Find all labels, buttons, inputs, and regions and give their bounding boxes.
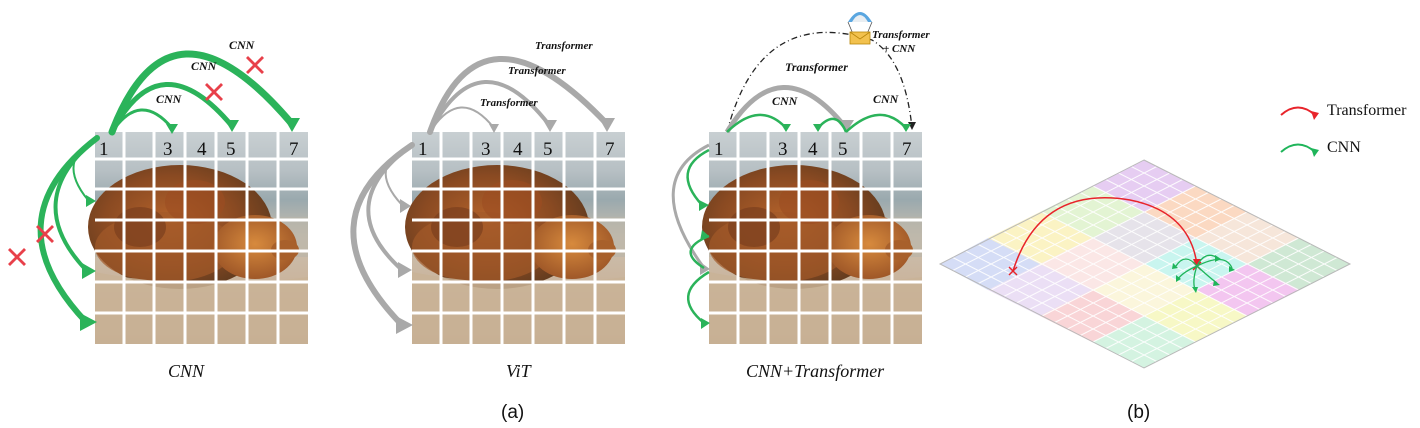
vit-top-arrowheads [489,118,615,133]
cnn-panel: 1 3 4 5 7 [8,38,310,381]
cnn-arc-label-1: CNN [229,38,256,52]
hybrid-col-5: 5 [838,139,848,160]
hybrid-turtle-image [700,130,924,346]
cnn-col-4: 4 [197,139,207,160]
cnn-top-arrowheads [166,118,300,134]
vit-col-7: 7 [605,139,615,160]
grid-line [1041,211,1248,317]
cnn-left-arrowheads [80,195,97,331]
cnn-caption: CNN [168,361,205,381]
grid-line [978,244,1183,349]
vit-caption: ViT [506,361,533,381]
cnn-col-3: 3 [163,139,173,160]
panel-b-source-marker-icon [1008,266,1018,276]
vit-col-5: 5 [543,139,553,160]
vit-col-4: 4 [513,139,523,160]
hybrid-col-7: 7 [902,139,912,160]
hybrid-left-gray-arrowhead [700,262,710,275]
grid-line [1131,257,1338,362]
legend-cnn-label: CNN [1327,139,1361,156]
cnn-top-arcs [108,50,296,136]
hybrid-transformer-arc [724,85,848,134]
panel-b-cnn-arrowheads [1172,255,1235,293]
grid-line [965,250,1170,356]
grid-line [1118,250,1325,356]
parachute-label-line2: + CNN [883,43,916,55]
hybrid-panel: 1 3 4 5 7 [671,12,930,381]
cnn-col-5: 5 [226,139,236,160]
vit-top-arcs [427,56,610,135]
parachute-label-line1: Transformer [872,29,930,41]
cnn-cross-4 [8,248,26,266]
parachute-envelope-icon [847,12,873,45]
cnn-col-1: 1 [99,139,109,160]
grid-line [1080,231,1286,336]
isometric-grid [938,159,1352,369]
grid-line [1054,218,1261,323]
cnn-cross-1 [246,56,264,74]
legend-transformer-label: Transformer [1327,102,1407,119]
legend-cnn-icon [1280,143,1316,153]
panel-b-transformer-arrowhead [1193,259,1201,268]
hybrid-col-1: 1 [714,139,724,160]
cnn-turtle-image [86,130,310,346]
grid-line [1003,231,1209,336]
vit-arc-label-3: Transformer [480,97,538,109]
grid-line [1105,244,1312,349]
grid-line [1029,218,1235,323]
hybrid-col-4: 4 [808,139,818,160]
vit-left-arcs [350,142,415,328]
hybrid-arc-label-cnn-2: CNN [873,92,900,106]
hybrid-col-3: 3 [778,139,788,160]
cnn-arc-label-3: CNN [156,92,183,106]
panel-b-legend: Transformer CNN [1280,102,1407,157]
cnn-cross-2 [205,83,223,101]
panel-b-transformer-arc [1012,197,1198,272]
hybrid-left-green-arrowheads [699,200,710,329]
cnn-col-7: 7 [289,139,299,160]
vit-col-3: 3 [481,139,491,160]
vit-arc-label-1: Transformer [535,40,593,52]
hybrid-arc-label-cnn-1: CNN [772,94,799,108]
hybrid-cnn-arrowheads [781,124,911,132]
vit-arc-label-2: Transformer [508,65,566,77]
hybrid-caption: CNN+Transformer [746,361,885,381]
panel-b: Transformer CNN (b) [938,102,1407,423]
legend-transformer-icon [1280,106,1316,116]
grid-line [952,257,1158,362]
grid-line [1016,224,1222,330]
panel-a-caption: (a) [501,402,524,423]
hybrid-arc-label-transformer: Transformer [785,60,848,74]
cnn-arc-label-2: CNN [191,59,218,73]
vit-left-arrowheads [396,199,413,334]
grid-line [990,237,1196,343]
cnn-left-arcs [37,135,100,325]
panel-b-caption: (b) [1127,402,1150,423]
grid-line [1067,224,1273,330]
vit-turtle-image [403,130,627,346]
vit-col-1: 1 [418,139,428,160]
vit-panel: 1 3 4 5 7 Transformer Transfor [350,40,627,381]
